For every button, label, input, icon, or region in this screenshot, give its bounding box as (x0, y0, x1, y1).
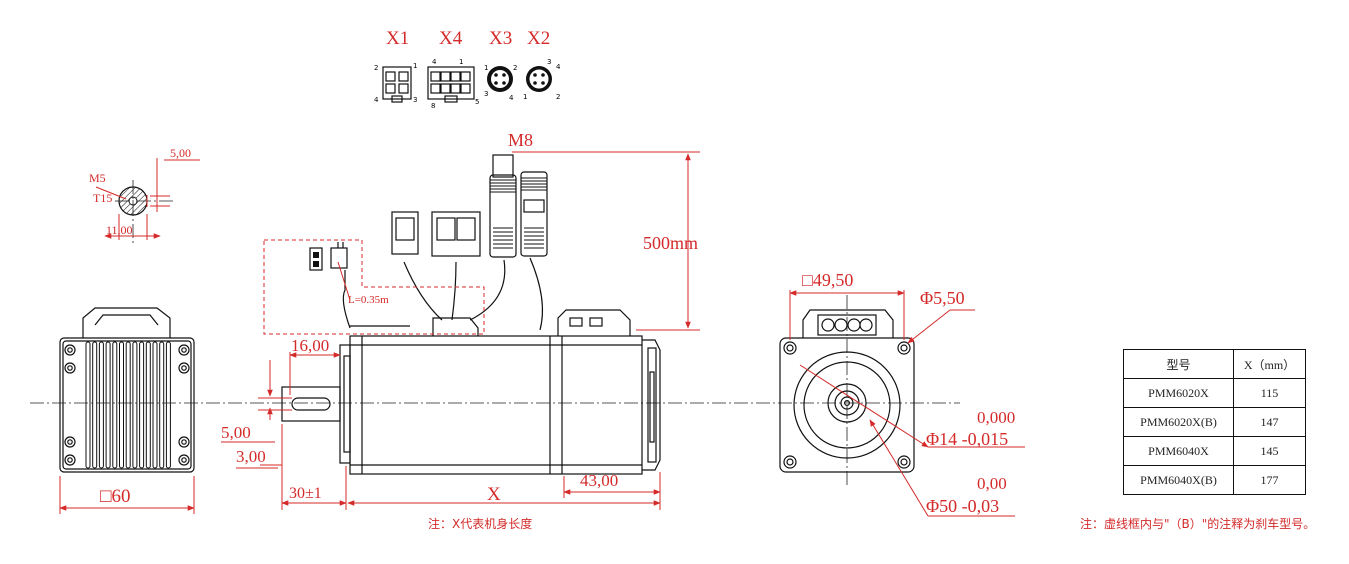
key-length-dimension: 16,00 (291, 336, 329, 355)
x2-pin-label: 3 (547, 58, 551, 66)
cooling-fin (92, 341, 98, 469)
key-height-dimension: 5,00 (221, 423, 251, 442)
thread-label: M5 (89, 171, 106, 185)
brake-note: 注：虚线框内与"（B）"的注释为刹车型号。 (1080, 516, 1315, 531)
cooling-fin (125, 341, 131, 469)
rear-end-view: □60 (59, 307, 195, 514)
cooling-fin (119, 341, 124, 469)
frame-size-dimension: □60 (100, 486, 130, 507)
shaft-tolerance-upper: 0,000 (977, 408, 1015, 427)
length-cell: 177 (1233, 465, 1306, 495)
x4-pin-label: 8 (431, 102, 435, 110)
cooling-fin (159, 341, 165, 469)
connector-x1-icon: 2 1 4 3 (374, 62, 417, 104)
connector-x4-text: X4 (439, 28, 463, 49)
table-row: PMM6040X 145 (1123, 436, 1306, 466)
table-header-row: 型号 X（mm） (1123, 349, 1306, 379)
section-diameter-dimension: 11,00 (106, 223, 133, 237)
connector-x4-label: X4 (439, 28, 463, 49)
shaft-length-dimension: 30±1 (289, 485, 322, 502)
x3-pin-label: 3 (484, 90, 488, 98)
x4-pin-label: 5 (475, 98, 479, 106)
cooling-fin (85, 341, 91, 469)
motor-side-view: L=0.35m M8 500mm 16,00 5,00 3,00 30±1 X (221, 130, 700, 531)
x3-pin-label: 4 (509, 94, 514, 102)
rear-length-dimension: 43,00 (580, 471, 618, 490)
pilot-tolerance-upper: 0,00 (977, 474, 1007, 493)
table-row: PMM6020X(B) 147 (1123, 407, 1306, 437)
cooling-fin (105, 341, 111, 469)
x1-pin-label: 4 (374, 96, 379, 104)
length-cell: 145 (1233, 436, 1306, 466)
mount-hole-diameter-dimension: Φ5,50 (920, 288, 965, 308)
m8-label: M8 (508, 130, 533, 150)
table-row: PMM6020X 115 (1123, 378, 1306, 408)
model-column-header: 型号 (1123, 349, 1234, 379)
cooling-fin (132, 341, 138, 469)
connector-x2-text: X2 (527, 28, 550, 49)
key-width-dimension: 5,00 (170, 146, 191, 160)
table-row: PMM6040X(B) 177 (1123, 465, 1306, 495)
x2-pin-label: 2 (556, 93, 560, 101)
cooling-fin (98, 341, 104, 469)
cooling-fin (139, 341, 145, 469)
body-length-dimension: X (487, 484, 501, 505)
connector-x3-icon: 1 2 3 4 (484, 64, 517, 102)
x1-pin-label: 1 (413, 62, 417, 70)
length-note: 注：X代表机身长度 (428, 516, 532, 531)
bolt-square-dimension: □49,50 (802, 270, 853, 290)
pilot-diameter-dimension: Φ50 -0,03 (926, 496, 999, 516)
x4-pin-label: 1 (459, 58, 463, 66)
cooling-fin (165, 341, 171, 469)
model-length-table: 型号 X（mm） PMM6020X 115 PMM6020X(B) 147 PM… (1123, 349, 1306, 495)
connector-x4-icon: 4 1 8 5 (427, 58, 479, 110)
connector-x2-icon: 3 4 1 2 (523, 58, 561, 101)
x1-pin-label: 3 (413, 96, 417, 104)
x1-pin-label: 2 (374, 64, 378, 72)
key-offset-dimension: 3,00 (236, 447, 266, 466)
torx-label: T15 (93, 191, 112, 205)
length-column-header: X（mm） (1233, 349, 1306, 379)
connector-x3-label: X3 (489, 28, 512, 49)
model-cell: PMM6040X(B) (1123, 465, 1234, 495)
length-cell: 147 (1233, 407, 1306, 437)
shaft-section-view: 5,00 M5 T15 11,00 (89, 146, 200, 244)
length-cell: 115 (1233, 378, 1306, 408)
model-cell: PMM6020X (1123, 378, 1234, 408)
shaft-diameter-dimension: Φ14 -0,015 (926, 429, 1008, 449)
motor-front-view: □49,50 Φ5,50 0,000 Φ14 -0,015 0,00 Φ50 -… (779, 270, 1025, 517)
connector-x1-label: X1 (386, 28, 409, 49)
x3-pin-label: 1 (484, 64, 488, 72)
cooling-fin (145, 341, 151, 469)
model-cell: PMM6020X(B) (1123, 407, 1234, 437)
x2-pin-label: 1 (523, 93, 527, 101)
x4-pin-label: 4 (432, 58, 437, 66)
connector-x1-text: X1 (386, 28, 409, 49)
lead-length-label: L=0.35m (348, 294, 389, 306)
x3-pin-label: 2 (513, 64, 517, 72)
connector-x2-label: X2 (527, 28, 550, 49)
x2-pin-label: 4 (556, 63, 561, 71)
cable-length-dimension: 500mm (643, 233, 698, 253)
model-cell: PMM6040X (1123, 436, 1234, 466)
cooling-fin (152, 341, 158, 469)
cooling-fin (112, 341, 118, 469)
connector-x3-text: X3 (489, 28, 512, 49)
